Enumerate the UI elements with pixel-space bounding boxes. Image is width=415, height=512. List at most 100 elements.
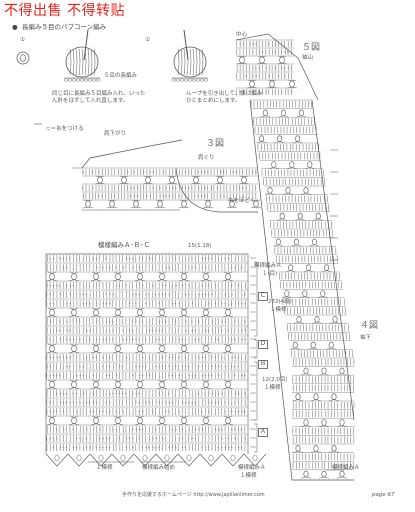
fan-stroke — [118, 424, 123, 426]
stitch-cross — [221, 357, 223, 358]
stitch-cross — [149, 375, 151, 376]
fan-stroke — [162, 380, 166, 382]
stitch-cross — [194, 438, 196, 439]
fan-stroke — [223, 352, 228, 354]
fan-stroke — [330, 322, 335, 324]
stitch-cross — [168, 411, 170, 412]
stitch-cross — [145, 366, 147, 367]
stitch-cross — [201, 357, 203, 358]
stitch-cross — [241, 447, 243, 448]
fan-stroke — [158, 416, 162, 418]
stitch-cross — [234, 339, 236, 340]
stitch-cross — [158, 447, 160, 448]
stitch-cross — [152, 411, 154, 412]
chart3-subtitle: 肩ぐり — [198, 155, 215, 161]
main-right-label-a: 模様編みＡ — [254, 263, 282, 269]
stitch-cross — [171, 429, 173, 430]
fan-stroke — [157, 424, 162, 426]
stitch-cross — [243, 92, 245, 93]
stitch-cross — [205, 330, 207, 331]
popcorn-stitch — [134, 201, 139, 207]
fan-stroke — [74, 416, 78, 418]
stitch-cross — [92, 393, 94, 394]
fan-stroke — [301, 477, 306, 479]
fan-stroke — [162, 344, 166, 346]
fan-stroke — [120, 176, 124, 177]
main-bottom-label-1: １模様 — [96, 465, 113, 471]
stitch-cross — [66, 267, 68, 268]
stitch-cross — [231, 294, 233, 295]
stitch-cross — [234, 393, 236, 394]
stitch-cross — [69, 258, 71, 259]
stitch-cross — [168, 393, 170, 394]
fan-stroke — [242, 56, 246, 57]
stitch-cross — [224, 321, 226, 322]
fan-stroke — [74, 280, 79, 282]
stitch-cross — [109, 438, 111, 439]
fan-stroke — [162, 416, 166, 418]
stitch-cross — [215, 402, 217, 403]
shoulder-slope — [82, 140, 182, 168]
stitch-cross — [185, 339, 187, 340]
stitch-cross — [86, 429, 88, 430]
fan-stroke — [135, 316, 140, 318]
stitch-cross — [208, 402, 210, 403]
stitch-cross — [139, 429, 141, 430]
stitch-cross — [115, 393, 117, 394]
popcorn-stitch — [285, 291, 289, 297]
stitch-cross — [63, 393, 65, 394]
fan-stroke — [69, 280, 74, 282]
sleeve-edge — [250, 100, 354, 480]
chain-loop — [64, 79, 68, 81]
stitch-cross — [275, 44, 277, 45]
fan-stroke — [158, 308, 162, 310]
stitch-cross — [69, 294, 71, 295]
fan-stroke — [290, 348, 295, 350]
stitch-cross — [165, 285, 167, 286]
yarn-strand — [82, 49, 83, 75]
stitch-cross — [252, 52, 254, 53]
stitch-cross — [208, 411, 210, 412]
fan-stroke — [291, 270, 296, 272]
stitch-cross — [79, 321, 81, 322]
stitch-cross — [218, 429, 220, 430]
stitch-cross — [59, 402, 61, 403]
stitch-cross — [92, 258, 94, 259]
stitch-cross — [191, 402, 193, 403]
main-chart-count: 15(1.18) — [188, 243, 212, 249]
fan-stroke — [184, 207, 189, 208]
fan-stroke — [124, 176, 128, 177]
popcorn-stitch — [160, 417, 165, 423]
stitch-cross — [135, 321, 137, 322]
stitch-cross — [76, 393, 78, 394]
fan-stroke — [74, 344, 78, 346]
popcorn-stitch — [187, 455, 191, 461]
fan-stroke — [256, 207, 261, 208]
fan-stroke — [52, 380, 56, 382]
chain-loop — [200, 79, 204, 81]
stitch-cross — [132, 267, 134, 268]
stitch-cross — [91, 172, 93, 173]
fan-stroke — [113, 424, 118, 426]
fan-stroke — [228, 388, 233, 390]
stitch-cross — [152, 285, 154, 286]
stitch-cross — [188, 188, 190, 189]
fan-stroke — [201, 424, 206, 426]
popcorn-stitch — [290, 81, 295, 87]
stitch-cross — [158, 339, 160, 340]
fan-stroke — [162, 280, 167, 282]
stitch-cross — [191, 258, 193, 259]
stitch-cross — [214, 429, 216, 430]
popcorn-stitch — [116, 417, 121, 423]
popcorn-stitch — [226, 417, 231, 423]
popcorn-stitch — [314, 394, 318, 400]
popcorn-stitch — [94, 381, 99, 387]
popcorn-stitch — [299, 110, 303, 116]
chain-loop — [192, 79, 196, 81]
stitch-cross — [197, 196, 199, 197]
yarn-strand — [199, 49, 200, 75]
fan-stroke — [92, 344, 96, 346]
fan-stroke — [52, 316, 57, 318]
